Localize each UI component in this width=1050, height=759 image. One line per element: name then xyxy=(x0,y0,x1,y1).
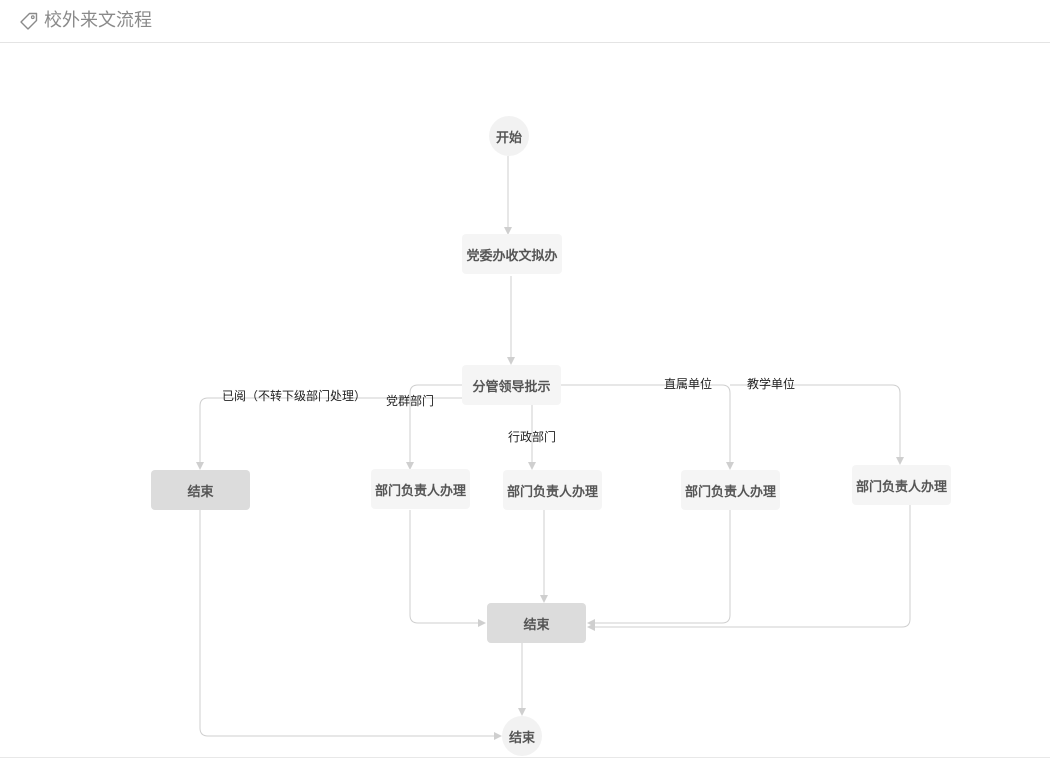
dept-teaching-node[interactable]: 部门负责人办理 xyxy=(852,465,951,505)
edge-label-read: 已阅（不转下级部门处理） xyxy=(222,389,367,403)
dept-admin-node[interactable]: 部门负责人办理 xyxy=(503,470,602,510)
dept-party-node[interactable]: 部门负责人办理 xyxy=(371,469,470,509)
edge-end-read-to-final xyxy=(199,510,502,740)
dept-direct-node[interactable]: 部门负责人办理 xyxy=(681,470,780,510)
page-header: 校外来文流程 xyxy=(0,0,1050,43)
edge-label-party-dept: 党群部门 xyxy=(386,394,435,408)
edge-leader-to-teaching-unit xyxy=(730,384,904,465)
page-title: 校外来文流程 xyxy=(44,10,152,31)
edge-teaching-unit-to-end xyxy=(587,505,911,631)
party-office-node[interactable]: 党委办收文拟办 xyxy=(462,234,562,274)
edge-leader-to-end-read xyxy=(196,397,462,470)
edge-leader-to-direct-unit xyxy=(561,384,734,470)
bottom-divider xyxy=(0,757,1050,758)
end-mid-node[interactable]: 结束 xyxy=(487,603,586,643)
edge-leader-to-party-dept xyxy=(406,384,462,470)
edge-label-teaching-unit: 教学单位 xyxy=(747,377,796,391)
edge-label-admin-dept: 行政部门 xyxy=(508,430,557,444)
leader-approval-node[interactable]: 分管领导批示 xyxy=(462,365,561,405)
edge-direct-unit-to-end xyxy=(587,510,731,627)
start-node[interactable]: 开始 xyxy=(489,116,529,156)
end-final-node[interactable]: 结束 xyxy=(502,716,542,756)
edge-label-direct-unit: 直属单位 xyxy=(664,377,713,391)
tag-icon xyxy=(20,12,38,30)
edge-party-dept-to-end xyxy=(409,510,486,627)
end-read-node[interactable]: 结束 xyxy=(151,470,250,510)
